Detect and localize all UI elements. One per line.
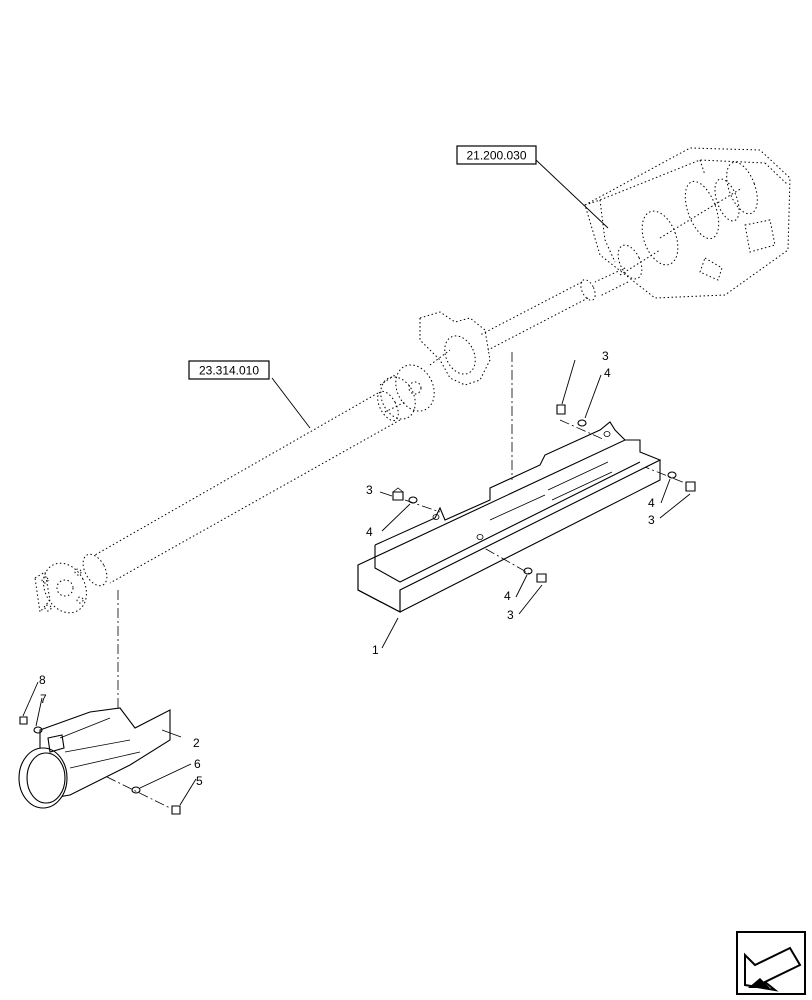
bolt-upper-left-icon	[392, 487, 404, 501]
callout-bolt-right: 3	[648, 513, 655, 527]
washer-front-icon	[131, 786, 141, 794]
callout-washer-bottom: 4	[504, 589, 511, 603]
callout-bolt-top: 3	[602, 349, 609, 363]
main-shield	[357, 421, 662, 613]
gearbox-housing	[584, 147, 791, 299]
center-bearing-support	[379, 311, 491, 420]
callout-bolt-front: 5	[196, 774, 203, 788]
callout-washer-right: 4	[648, 496, 655, 510]
callout-shield-front: 2	[193, 736, 200, 750]
bolt-bottom-icon	[536, 573, 547, 583]
bolt-front-icon	[171, 805, 181, 815]
hardware	[19, 404, 696, 815]
washer-bottom-icon	[523, 567, 533, 575]
washer-front-left-icon	[33, 726, 43, 734]
callout-bolt-upper-left: 3	[366, 483, 373, 497]
reference-box-gearbox[interactable]: 21.200.030	[456, 145, 537, 165]
callout-labels: 1 2 3 4 3 4 4 3 4 3 5 6 7 8	[39, 349, 655, 788]
reference-box-driveshaft[interactable]: 23.314.010	[188, 360, 270, 380]
bolt-front-left-icon	[19, 716, 28, 725]
washer-upper-left-icon	[408, 496, 418, 504]
callout-washer-front: 6	[194, 757, 201, 771]
front-shield	[18, 707, 171, 809]
bolt-top-icon	[556, 404, 566, 415]
drive-shaft-tube	[94, 390, 401, 584]
leader-lines	[22, 159, 691, 806]
washer-top-icon	[577, 419, 587, 427]
callout-washer-upper-left: 4	[366, 525, 373, 539]
front-flange-yoke	[34, 553, 108, 614]
svg-text:23.314.010: 23.314.010	[199, 364, 259, 378]
next-page-arrow-icon[interactable]	[736, 931, 806, 995]
gearbox-output-shaft	[479, 267, 629, 351]
svg-text:21.200.030: 21.200.030	[466, 149, 526, 163]
bolt-right-icon	[685, 481, 696, 492]
callout-bolt-bottom: 3	[507, 608, 514, 622]
callout-washer-front-left: 7	[40, 692, 47, 706]
washer-right-icon	[667, 471, 677, 479]
callout-washer-top: 4	[604, 366, 611, 380]
callout-bolt-front-left: 8	[39, 673, 46, 687]
callout-shield-main: 1	[372, 643, 379, 657]
